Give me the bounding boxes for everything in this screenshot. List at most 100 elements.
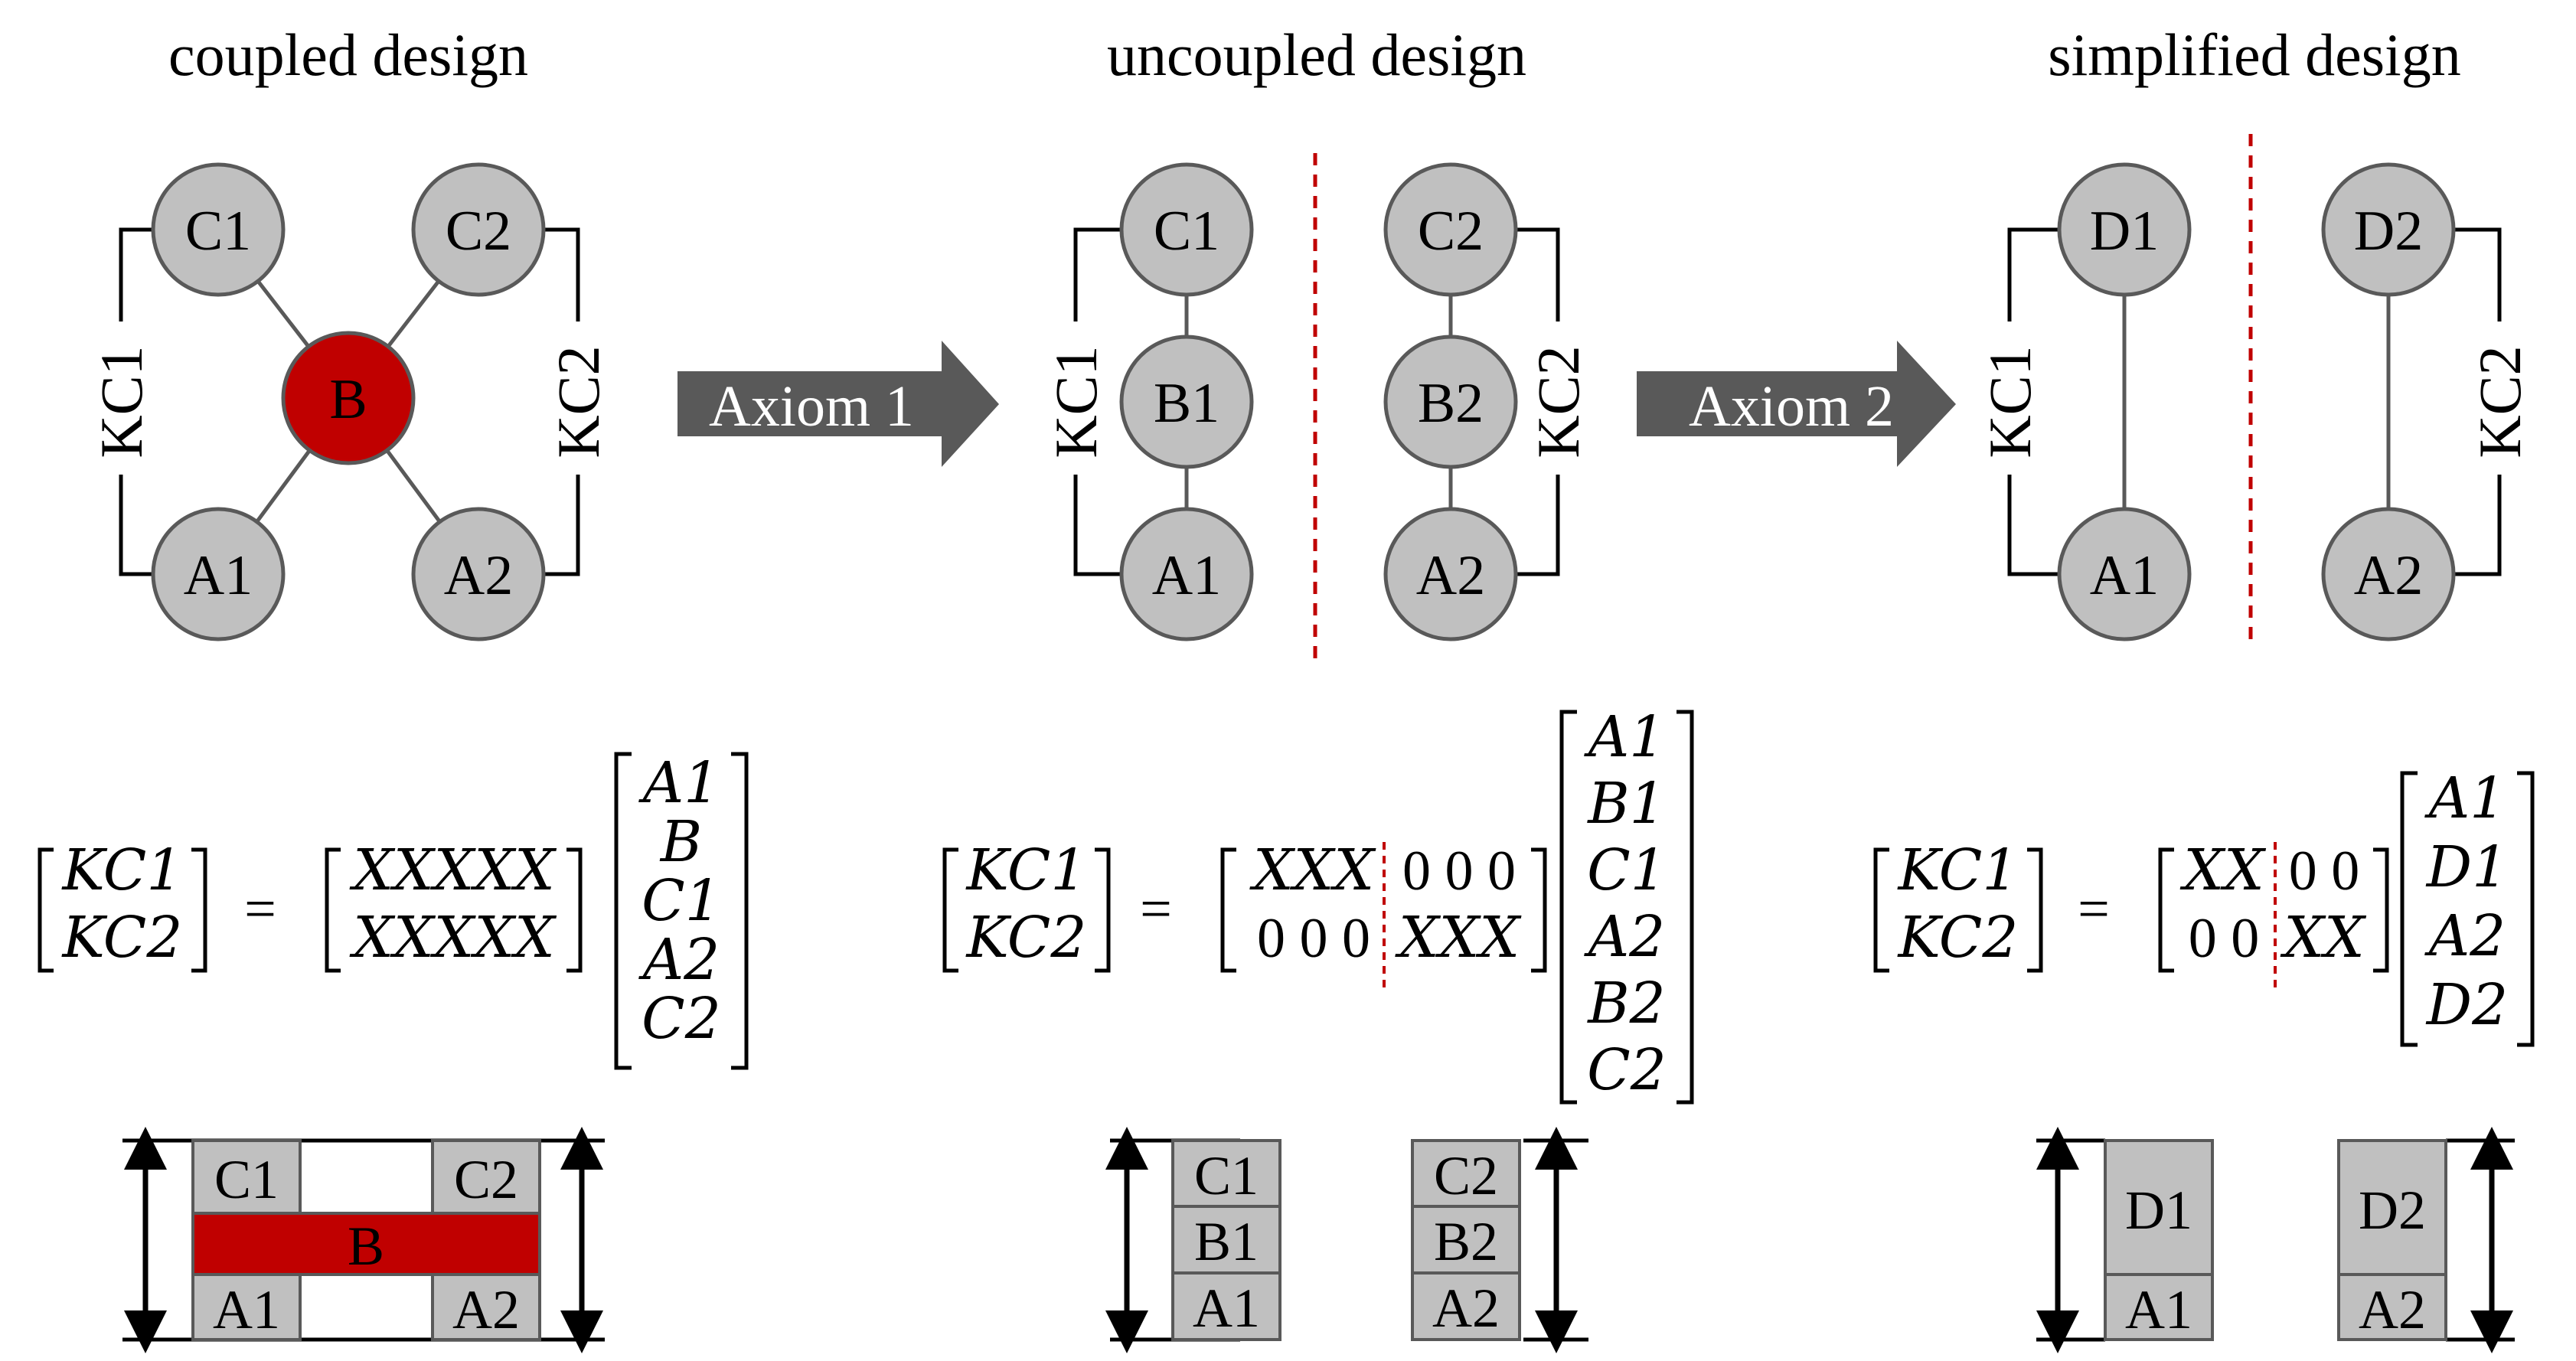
node-a1: A1 bbox=[2057, 507, 2192, 641]
blocks-uncoupled: C1 B1 A1 C2 B2 A2 bbox=[1105, 1127, 1588, 1353]
block-c1-label: C1 bbox=[214, 1149, 279, 1210]
block-b bbox=[191, 1212, 541, 1276]
svg-text:B1: B1 bbox=[1154, 372, 1219, 435]
panel-title-uncoupled: uncoupled design bbox=[1107, 21, 1526, 88]
panel-title-simplified: simplified design bbox=[2048, 21, 2460, 88]
blocks-coupled: C1 C2 A1 A2 B bbox=[122, 1127, 605, 1353]
svg-text:A1: A1 bbox=[2090, 544, 2159, 607]
block-a1-label: A1 bbox=[2125, 1279, 2192, 1340]
lhs-kc1: KC1 bbox=[965, 837, 1087, 903]
node-d1: D1 bbox=[2057, 162, 2192, 297]
block-a1-label: A1 bbox=[1193, 1278, 1260, 1339]
node-c2: C2 bbox=[411, 162, 546, 297]
node-b2: B2 bbox=[1383, 335, 1518, 469]
vector-entry: B2 bbox=[1586, 971, 1665, 1036]
vector-entry: C2 bbox=[1587, 1037, 1667, 1103]
node-d2: D2 bbox=[2321, 162, 2456, 297]
vector-entry: A2 bbox=[1584, 904, 1666, 970]
lhs-kc1: KC1 bbox=[1897, 837, 2019, 903]
axiom-1-label: Axiom 1 bbox=[709, 374, 914, 439]
kc1-label: KC1 bbox=[1043, 345, 1109, 458]
node-a2: A2 bbox=[1383, 507, 1518, 641]
matrix-row-2-right: XXX bbox=[1395, 905, 1522, 971]
block-c2 bbox=[1411, 1139, 1521, 1208]
equation-coupled: KC1 KC2 = XXXXX XXXXX A1 B C1 A2 C2 bbox=[38, 750, 749, 1070]
equation-simplified: KC1 KC2 = XX 0 0 0 0 XX A1 D1 A2 D2 bbox=[1873, 765, 2535, 1047]
matrix-row-1-left: XXX bbox=[1249, 837, 1376, 903]
node-b1: B1 bbox=[1119, 335, 1254, 469]
vector-entry: A2 bbox=[638, 927, 720, 993]
svg-text:C2: C2 bbox=[1418, 200, 1484, 263]
kc2-label-bg bbox=[1536, 321, 1579, 475]
equals-sign: = bbox=[244, 878, 276, 941]
node-c1: C1 bbox=[151, 162, 286, 297]
svg-text:C1: C1 bbox=[185, 200, 251, 263]
block-a1 bbox=[2104, 1273, 2214, 1341]
matrix-row-1-right: 0 0 0 bbox=[1402, 840, 1516, 902]
node-b: B bbox=[281, 331, 416, 465]
vector-entry: C2 bbox=[642, 986, 721, 1052]
panel-title-coupled: coupled design bbox=[168, 21, 528, 88]
vector-entry: A2 bbox=[2424, 903, 2506, 969]
vector-entry: D1 bbox=[2425, 834, 2508, 900]
vector-entry: A1 bbox=[638, 750, 720, 816]
lhs-kc2: KC2 bbox=[965, 905, 1087, 971]
lhs-kc2: KC2 bbox=[61, 905, 183, 971]
block-b1-label: B1 bbox=[1194, 1211, 1259, 1272]
kc2-label: KC2 bbox=[545, 345, 612, 458]
svg-text:D2: D2 bbox=[2354, 200, 2423, 263]
node-a1: A1 bbox=[151, 507, 286, 641]
block-a1 bbox=[1171, 1271, 1281, 1341]
kc1-label-bg bbox=[100, 321, 142, 475]
block-a1-label: A1 bbox=[213, 1279, 280, 1340]
kc1-label-bg bbox=[1988, 321, 2031, 475]
lhs-kc1: KC1 bbox=[61, 837, 183, 903]
matrix-row-2-left: 0 0 bbox=[2189, 907, 2260, 970]
block-a2 bbox=[431, 1273, 541, 1341]
block-d2-label: D2 bbox=[2359, 1180, 2426, 1241]
equals-sign: = bbox=[1140, 878, 1172, 941]
node-c2: C2 bbox=[1383, 162, 1518, 297]
svg-text:A2: A2 bbox=[2354, 544, 2423, 607]
block-a2 bbox=[2337, 1273, 2447, 1341]
matrix-row-1-left: XX bbox=[2179, 837, 2267, 903]
vector-entry: B1 bbox=[1586, 771, 1665, 837]
block-a2-label: A2 bbox=[1432, 1278, 1500, 1339]
matrix-row-1-right: 0 0 bbox=[2289, 840, 2360, 902]
block-a1 bbox=[191, 1273, 302, 1341]
svg-text:A1: A1 bbox=[1152, 544, 1221, 607]
lhs-kc2: KC2 bbox=[1897, 905, 2019, 971]
block-b1 bbox=[1171, 1205, 1281, 1275]
svg-text:B2: B2 bbox=[1418, 372, 1484, 435]
block-a2 bbox=[1411, 1271, 1521, 1341]
block-d2 bbox=[2337, 1139, 2447, 1276]
block-c2-label: C2 bbox=[454, 1149, 518, 1210]
kc1-label-bg bbox=[1054, 321, 1097, 475]
equals-sign: = bbox=[2078, 878, 2110, 941]
vector-entry: B bbox=[659, 809, 702, 875]
kc2-label-bg bbox=[2478, 321, 2521, 475]
node-a1: A1 bbox=[1119, 507, 1254, 641]
block-c2 bbox=[431, 1139, 541, 1215]
node-a2: A2 bbox=[411, 507, 546, 641]
kc2-label: KC2 bbox=[2467, 345, 2533, 458]
kc1-label: KC1 bbox=[1977, 345, 2043, 458]
svg-text:C2: C2 bbox=[446, 200, 511, 263]
block-a2-label: A2 bbox=[452, 1279, 520, 1340]
vector-entry: A1 bbox=[1584, 704, 1666, 770]
block-b-label: B bbox=[348, 1216, 384, 1277]
vector-entry: C1 bbox=[1587, 837, 1667, 903]
matrix-row-2: XXXXX bbox=[349, 905, 557, 971]
vector-entry: A1 bbox=[2424, 765, 2506, 831]
kc2-label: KC2 bbox=[1525, 345, 1592, 458]
panel-uncoupled: uncoupled design KC1 KC2 C1 B1 A1 C2 B2 bbox=[942, 21, 1694, 1353]
axiom-2-label: Axiom 2 bbox=[1689, 374, 1894, 439]
block-d1-label: D1 bbox=[2125, 1180, 2192, 1241]
equation-uncoupled: KC1 KC2 = XXX 0 0 0 0 0 0 XXX A1 B1 C1 A… bbox=[942, 704, 1694, 1105]
node-a2: A2 bbox=[2321, 507, 2456, 641]
block-c1 bbox=[191, 1139, 302, 1215]
kc1-label: KC1 bbox=[88, 345, 155, 458]
axiom-1-arrow: Axiom 1 bbox=[677, 341, 999, 467]
svg-text:D1: D1 bbox=[2090, 200, 2159, 263]
